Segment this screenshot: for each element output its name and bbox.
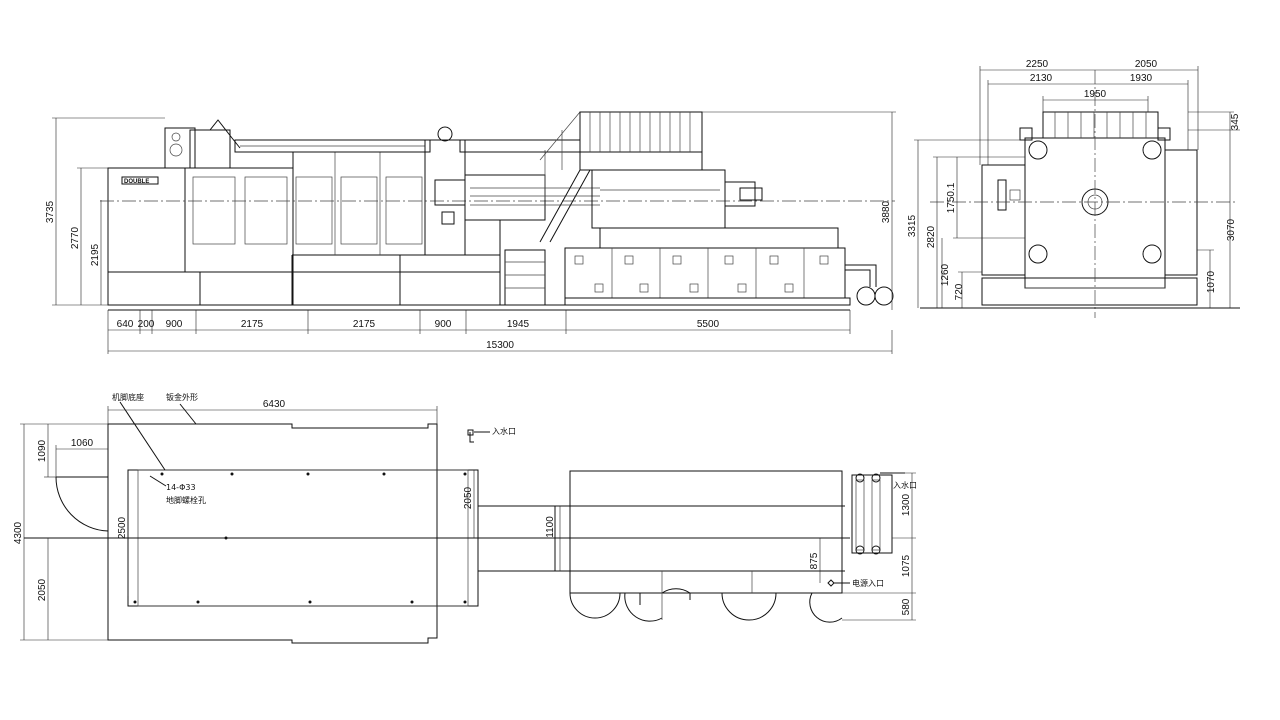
dim-end-720: 720 <box>954 283 965 300</box>
dim-plan-2050-mid: 2050 <box>463 486 474 509</box>
dim-end-2050: 2050 <box>1135 59 1158 70</box>
dim-end-1930: 1930 <box>1130 73 1153 84</box>
dim-side-2770: 2770 <box>70 226 81 249</box>
dim-side-5500: 5500 <box>697 319 720 330</box>
dim-end-345: 345 <box>1230 113 1241 130</box>
label-anchor-bolt-hole: 地脚螺栓孔 <box>166 495 206 505</box>
dim-plan-875: 875 <box>809 552 820 569</box>
end-view: 2250 2050 2130 1930 1950 3315 2820 1750.… <box>907 59 1241 318</box>
dim-end-3070: 3070 <box>1226 218 1237 241</box>
dim-plan-4300: 4300 <box>13 521 24 544</box>
label-water-inlet-top: 入水口 <box>492 426 516 436</box>
label-machine-base: 机脚底座 <box>112 392 144 402</box>
plan-view: 入水口 入水口 电源入口 机脚底座 钣金外形 14-Φ33 地脚螺栓孔 6430… <box>13 392 917 644</box>
dim-plan-1060: 1060 <box>71 438 94 449</box>
dim-end-1950: 1950 <box>1084 89 1107 100</box>
dim-side-900-a: 900 <box>166 319 183 330</box>
label-water-inlet-right: 入水口 <box>893 480 917 490</box>
dim-end-1750: 1750.1 <box>946 182 957 213</box>
dim-side-900-b: 900 <box>435 319 452 330</box>
dim-side-2175-a: 2175 <box>241 319 264 330</box>
label-anchor-bolt-size: 14-Φ33 <box>166 483 196 492</box>
side-view: DOUBLE <box>45 111 896 354</box>
dim-side-640: 640 <box>117 319 134 330</box>
dim-side-200: 200 <box>138 319 155 330</box>
dim-end-2250: 2250 <box>1026 59 1049 70</box>
dim-side-3880: 3880 <box>881 200 892 223</box>
label-sheet-metal: 钣金外形 <box>166 392 198 402</box>
dim-plan-2500: 2500 <box>117 516 128 539</box>
dim-end-2820: 2820 <box>926 225 937 248</box>
dim-side-15300: 15300 <box>486 340 514 351</box>
dim-plan-6430: 6430 <box>263 399 286 410</box>
dim-plan-1100: 1100 <box>545 516 556 538</box>
dim-side-3735: 3735 <box>45 200 56 223</box>
label-power-inlet: 电源入口 <box>852 578 884 588</box>
dim-end-3315: 3315 <box>907 214 918 237</box>
anchor-bolt-marks <box>133 472 467 604</box>
dim-plan-1300: 1300 <box>901 493 912 516</box>
machine-logo: DOUBLE <box>124 179 149 185</box>
dim-plan-580: 580 <box>901 598 912 615</box>
dim-side-2195: 2195 <box>90 243 101 266</box>
dim-end-1070: 1070 <box>1206 270 1217 293</box>
dim-plan-1090: 1090 <box>37 439 48 462</box>
dim-plan-2050-left: 2050 <box>37 578 48 601</box>
dim-end-2130: 2130 <box>1030 73 1053 84</box>
dim-plan-1075: 1075 <box>901 554 912 577</box>
dim-side-1945: 1945 <box>507 319 530 330</box>
dim-side-2175-b: 2175 <box>353 319 376 330</box>
dim-end-1260: 1260 <box>940 263 951 286</box>
